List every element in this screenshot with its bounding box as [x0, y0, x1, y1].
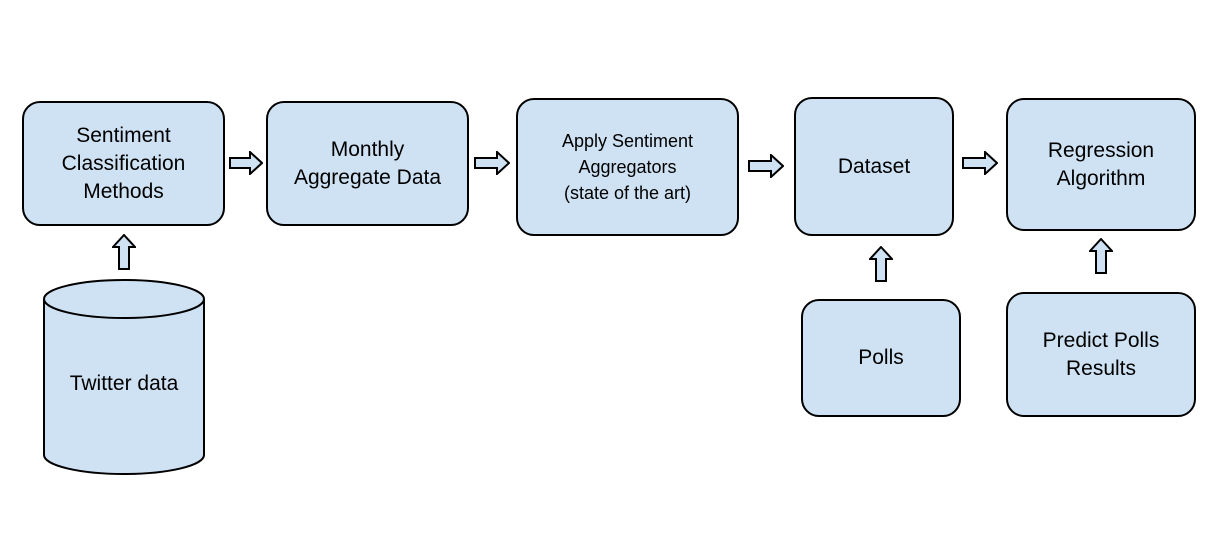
- twitter-data-cylinder: [43, 279, 205, 475]
- twitter-data-label: Twitter data: [69, 372, 179, 395]
- up-arrow-icon: [1089, 238, 1113, 274]
- right-arrow-icon: [229, 151, 263, 175]
- monthly-aggregate-node: Monthly Aggregate Data: [266, 101, 469, 226]
- regression-node: Regression Algorithm: [1006, 98, 1196, 231]
- dataset-node: Dataset: [794, 97, 954, 236]
- right-arrow-icon: [474, 151, 510, 175]
- right-arrow-icon: [748, 154, 784, 178]
- sentiment-classification-node: Sentiment Classification Methods: [22, 101, 225, 226]
- predict-polls-node: Predict Polls Results: [1006, 292, 1196, 417]
- up-arrow-icon: [112, 234, 136, 270]
- apply-aggregators-node: Apply Sentiment Aggregators (state of th…: [516, 98, 739, 236]
- right-arrow-icon: [962, 151, 998, 175]
- polls-node: Polls: [801, 299, 961, 417]
- up-arrow-icon: [869, 246, 893, 282]
